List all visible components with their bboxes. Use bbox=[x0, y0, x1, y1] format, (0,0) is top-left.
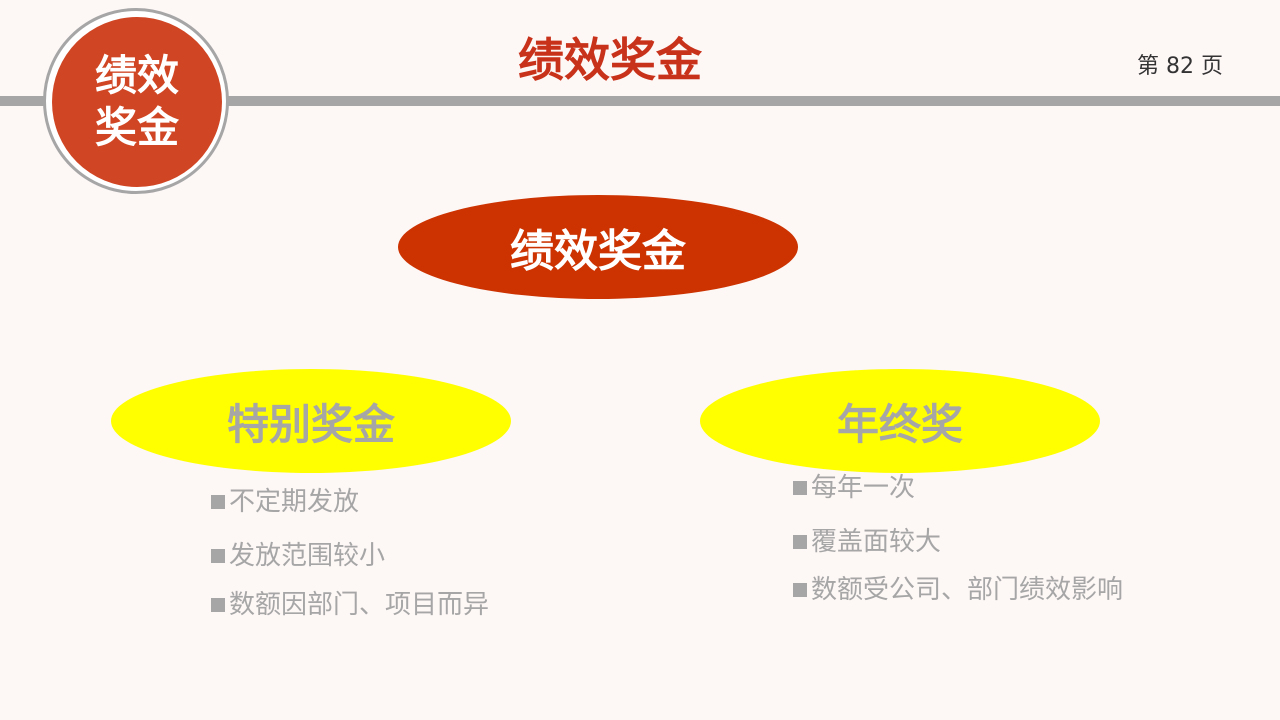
diagram-root-label: 绩效奖金 bbox=[510, 226, 686, 277]
diagram-branch-special-bonus: 特别奖金 bbox=[111, 369, 511, 473]
page-title: 绩效奖金 bbox=[518, 33, 702, 87]
title-badge: 绩效奖金 bbox=[52, 17, 222, 187]
list-item-text: 覆盖面较大 bbox=[811, 527, 942, 557]
square-bullet-icon bbox=[793, 583, 807, 597]
square-bullet-icon bbox=[211, 495, 225, 509]
list-item-text: 发放范围较小 bbox=[229, 541, 386, 571]
list-item: 不定期发放 bbox=[211, 485, 359, 519]
list-item: 覆盖面较大 bbox=[793, 525, 941, 559]
list-item: 每年一次 bbox=[793, 471, 915, 505]
square-bullet-icon bbox=[211, 549, 225, 563]
list-item-text: 数额受公司、部门绩效影响 bbox=[811, 575, 1124, 605]
list-item-text: 每年一次 bbox=[811, 473, 916, 503]
header-divider-bar bbox=[0, 96, 1280, 106]
square-bullet-icon bbox=[793, 535, 807, 549]
square-bullet-icon bbox=[211, 598, 225, 612]
list-item-text: 数额因部门、项目而异 bbox=[229, 590, 490, 620]
page-number: 第 82 页 bbox=[1137, 54, 1223, 79]
list-item: 数额因部门、项目而异 bbox=[211, 588, 489, 622]
list-item: 发放范围较小 bbox=[211, 539, 385, 573]
list-item-text: 不定期发放 bbox=[229, 487, 360, 517]
list-item: 数额受公司、部门绩效影响 bbox=[793, 573, 1123, 607]
branch-label: 年终奖 bbox=[836, 399, 963, 449]
diagram-branch-year-end-bonus: 年终奖 bbox=[700, 369, 1100, 473]
title-badge-text: 绩效奖金 bbox=[94, 51, 179, 152]
diagram-root-node: 绩效奖金 bbox=[398, 195, 798, 299]
square-bullet-icon bbox=[793, 481, 807, 495]
branch-label: 特别奖金 bbox=[226, 399, 395, 449]
